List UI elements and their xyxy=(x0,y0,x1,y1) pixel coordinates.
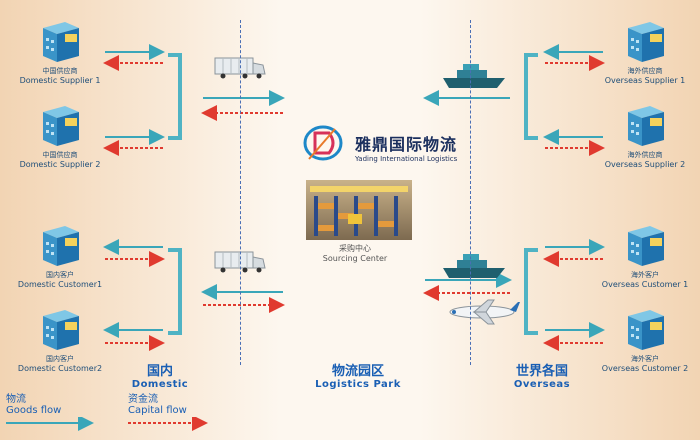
node-label-cn: 海外供应商 xyxy=(627,67,663,75)
airplane-icon xyxy=(449,299,520,325)
logo-title: 雅鼎国际物流 Yading International Logistics xyxy=(355,131,457,163)
region-overseas-en: Overseas xyxy=(513,379,571,390)
node-label-cn: 国内客户 xyxy=(46,355,74,363)
building-icon xyxy=(628,106,664,146)
legend-goods-flow-cn: 物流 xyxy=(6,394,26,405)
node-label-cn: 中国供应商 xyxy=(42,151,78,159)
region-logistics-park-cn: 物流园区 xyxy=(331,364,384,379)
domestic-customer-2: 国内客户 Domestic Customer2 xyxy=(5,306,115,374)
node-label-cn: 海外供应商 xyxy=(627,151,663,159)
sourcing-center-en: Sourcing Center xyxy=(322,254,388,263)
region-domestic-en: Domestic xyxy=(131,379,189,390)
separator-overseas xyxy=(470,20,471,365)
sourcing-center-label: 采购中心 Sourcing Center xyxy=(300,244,410,264)
legend-capital-flow: 资金流 Capital flow xyxy=(128,394,187,416)
legend-capital-flow-cn: 资金流 xyxy=(128,394,158,405)
arrows-overseas-customers xyxy=(423,239,605,351)
overseas-customer-1: 海外客户 Overseas Customer 1 xyxy=(590,222,700,290)
building-icon xyxy=(43,226,79,266)
building-icon xyxy=(628,226,664,266)
region-logistics-park-en: Logistics Park xyxy=(315,379,401,390)
domestic-supplier-1: 中国供应商 Domestic Supplier 1 xyxy=(5,18,115,86)
region-overseas: 世界各国 Overseas xyxy=(472,360,612,390)
region-domestic-cn: 国内 xyxy=(146,364,173,379)
domestic-customer-1: 国内客户 Domestic Customer1 xyxy=(5,222,115,290)
arrows-domestic-suppliers xyxy=(103,44,285,156)
building-icon xyxy=(43,22,79,62)
legend-arrows xyxy=(6,417,208,431)
overseas-supplier-2: 海外供应商 Overseas Supplier 2 xyxy=(590,102,700,170)
ship-icon xyxy=(443,254,505,278)
arrows-domestic-customers xyxy=(103,239,285,351)
company-logo xyxy=(303,125,343,161)
node-label-en: Domestic Customer2 xyxy=(17,364,103,373)
logo-name-en: Yading International Logistics xyxy=(355,155,458,163)
legend-capital-flow-en: Capital flow xyxy=(128,405,187,416)
truck-icon xyxy=(214,57,266,79)
node-label-en: Domestic Supplier 1 xyxy=(19,76,101,85)
node-label-en: Domestic Supplier 2 xyxy=(19,160,101,169)
node-label-en: Domestic Customer1 xyxy=(17,280,103,289)
separator-domestic xyxy=(240,20,241,365)
node-label-cn: 海外客户 xyxy=(631,355,659,363)
overseas-supplier-1: 海外供应商 Overseas Supplier 1 xyxy=(590,18,700,86)
node-label-en: Overseas Supplier 1 xyxy=(604,76,686,85)
arrows-overseas-suppliers xyxy=(423,44,605,156)
node-label-en: Overseas Supplier 2 xyxy=(604,160,686,169)
domestic-supplier-2: 中国供应商 Domestic Supplier 2 xyxy=(5,102,115,170)
building-icon xyxy=(628,310,664,350)
sourcing-center-cn: 采购中心 xyxy=(339,244,371,253)
node-label-cn: 国内客户 xyxy=(46,271,74,279)
region-logistics-park: 物流园区 Logistics Park xyxy=(288,360,428,390)
node-label-en: Overseas Customer 2 xyxy=(601,364,689,373)
warehouse-image xyxy=(306,180,412,240)
node-label-cn: 中国供应商 xyxy=(42,67,78,75)
building-icon xyxy=(628,22,664,62)
logo-name-cn: 雅鼎国际物流 xyxy=(355,135,458,154)
node-label-en: Overseas Customer 1 xyxy=(601,280,689,289)
legend-goods-flow-en: Goods flow xyxy=(6,405,62,416)
region-domestic: 国内 Domestic xyxy=(90,360,230,390)
building-icon xyxy=(43,310,79,350)
truck-icon xyxy=(214,251,266,273)
ship-icon xyxy=(443,64,505,88)
region-overseas-cn: 世界各国 xyxy=(515,364,568,379)
building-icon xyxy=(43,106,79,146)
node-label-cn: 海外客户 xyxy=(631,271,659,279)
legend-goods-flow: 物流 Goods flow xyxy=(6,394,61,416)
overseas-customer-2: 海外客户 Overseas Customer 2 xyxy=(590,306,700,374)
